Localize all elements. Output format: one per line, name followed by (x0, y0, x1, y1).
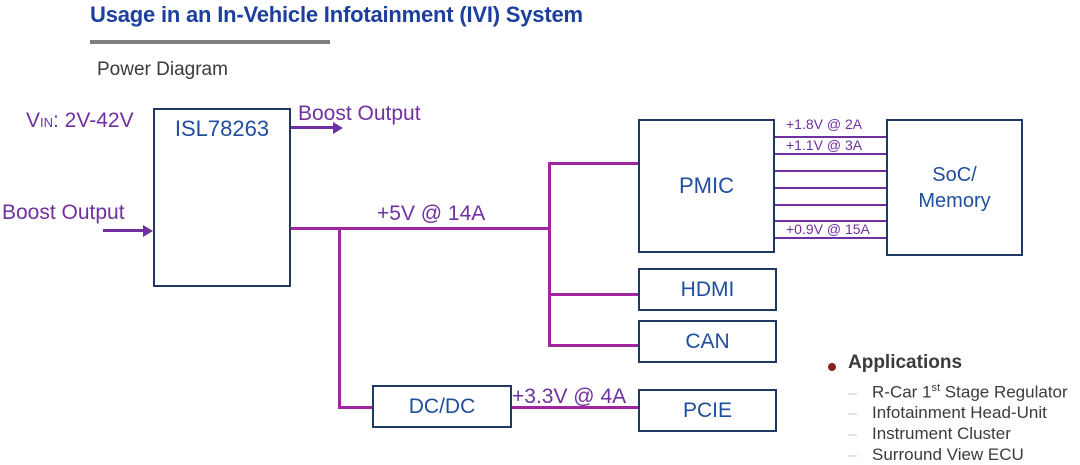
pmic-soc-rail-1 (775, 136, 886, 138)
applications-item-instrument-cluster: – Instrument Cluster (848, 424, 1011, 444)
applications-item-text: Surround View ECU (872, 445, 1024, 464)
applications-item-text: Infotainment Head-Unit (872, 403, 1047, 422)
boost-output-left-label: Boost Output (2, 201, 125, 224)
boost-output-top-wire (291, 126, 334, 129)
rail-3v3-label: +3.3V @ 4A (512, 385, 627, 408)
soc-label-line1: SoC/ (932, 163, 977, 186)
rail-1v8-label: +1.8V @ 2A (786, 116, 863, 132)
dash-icon: – (848, 426, 857, 443)
applications-bullet-icon (828, 363, 836, 371)
block-can-label: CAN (685, 329, 730, 353)
rail-1v1-label: +1.1V @ 3A (786, 137, 863, 153)
pmic-soc-rail-5 (775, 204, 886, 206)
pmic-soc-rail-4 (775, 187, 886, 189)
pmic-soc-rail-6 (775, 220, 886, 222)
block-dcdc: DC/DC (372, 385, 512, 428)
applications-item-rcar: – R-Car 1st Stage Regulator (848, 382, 1068, 403)
block-soc-memory-label: SoC/Memory (918, 162, 990, 214)
wire-5v-bus (291, 227, 551, 230)
block-isl78263-label: ISL78263 (174, 116, 270, 141)
applications-heading: Applications (848, 352, 963, 373)
wire-5v-vertical (548, 162, 551, 347)
wire-dcdc-vertical (338, 227, 341, 409)
dash-icon: – (848, 405, 857, 422)
wire-branch-can (548, 344, 640, 347)
block-soc-memory: SoC/Memory (886, 119, 1023, 256)
dash-icon: – (848, 447, 857, 464)
applications-item-surround-view: – Surround View ECU (848, 445, 1024, 465)
rail-5v-label: +5V @ 14A (377, 202, 486, 225)
title-underline (90, 40, 330, 44)
wire-branch-pmic (548, 162, 640, 165)
block-can: CAN (638, 320, 777, 363)
rcar-suffix: Stage Regulator (940, 382, 1068, 402)
boost-output-left-arrow-icon (143, 224, 153, 237)
wire-branch-hdmi (548, 293, 640, 296)
block-pmic-label: PMIC (679, 173, 734, 198)
pmic-soc-rail-2 (775, 153, 886, 155)
block-hdmi: HDMI (638, 268, 777, 311)
rcar-superscript: st (931, 382, 941, 394)
diagram-subtitle: Power Diagram (97, 59, 228, 80)
vin-v: V (26, 109, 41, 132)
page-title: Usage in an In-Vehicle Infotainment (IVI… (90, 2, 583, 27)
block-pmic: PMIC (638, 119, 775, 253)
rcar-prefix: R-Car 1 (872, 382, 932, 402)
block-hdmi-label: HDMI (680, 277, 735, 301)
block-pcie: PCIE (638, 389, 777, 432)
vin-label: VIN: 2V-42V (26, 109, 134, 133)
applications-item-text: Instrument Cluster (872, 424, 1011, 443)
block-isl78263: ISL78263 (153, 108, 291, 287)
wire-dcdc-in (338, 406, 374, 409)
applications-item-text: R-Car 1st Stage Regulator (872, 382, 1068, 403)
rail-0v9-label: +0.9V @ 15A (786, 221, 870, 237)
pmic-soc-rail-3 (775, 170, 886, 172)
pmic-soc-rail-7 (775, 237, 886, 239)
vin-subscript: IN (40, 115, 54, 130)
vin-range: : 2V-42V (53, 109, 134, 132)
boost-output-top-label: Boost Output (298, 102, 421, 125)
soc-label-line2: Memory (918, 189, 991, 212)
wire-dcdc-to-pcie (510, 406, 640, 409)
boost-output-top-arrow-icon (333, 121, 343, 134)
applications-item-infotainment: – Infotainment Head-Unit (848, 403, 1047, 423)
block-pcie-label: PCIE (682, 398, 732, 422)
boost-output-left-wire (103, 229, 144, 232)
dash-icon: – (848, 384, 857, 402)
block-dcdc-label: DC/DC (408, 394, 476, 418)
